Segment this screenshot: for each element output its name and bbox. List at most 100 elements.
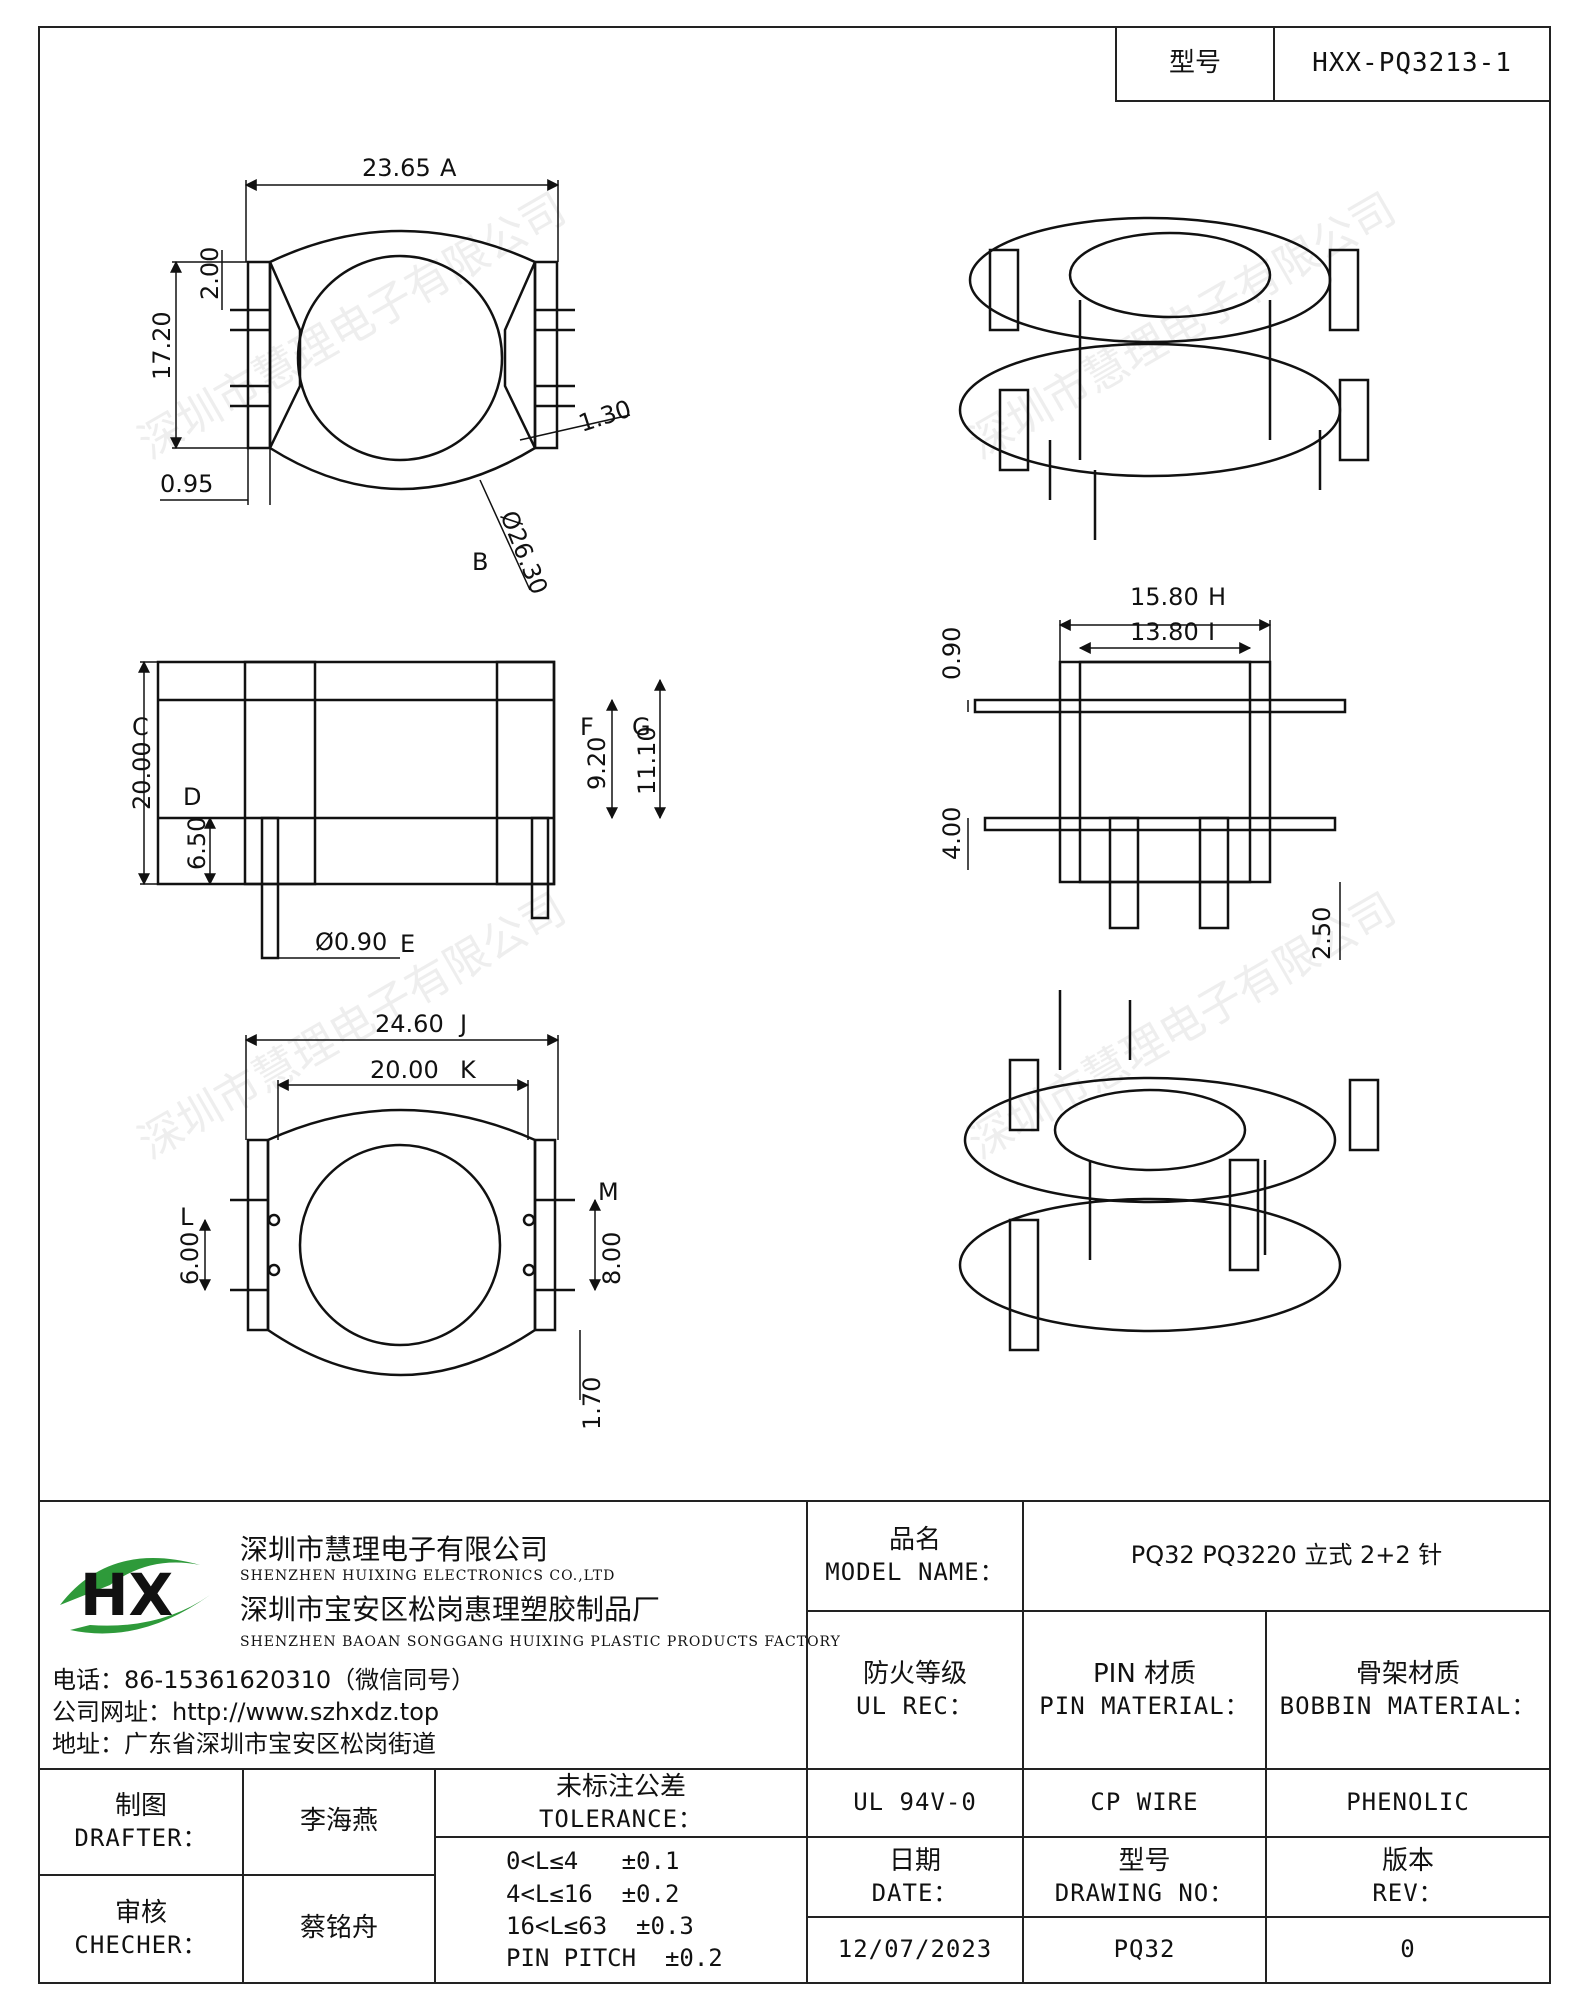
company-address: 地址：广东省深圳市宝安区松岗街道 (52, 1730, 436, 1758)
pin-material-value: CP WIRE (1022, 1768, 1267, 1838)
drawing-no-label-en: DRAWING NO： (1054, 1879, 1235, 1908)
rev-value-text: 0 (1400, 1935, 1416, 1964)
tolerance-label-cn: 未标注公差 (555, 1771, 686, 1802)
date-label-cn: 日期 (888, 1845, 941, 1876)
checker-value-text: 蔡铭舟 (299, 1913, 378, 1944)
company-logo: HX (50, 1535, 220, 1645)
rev-value: 0 (1265, 1916, 1551, 1984)
drafter-label-cn: 制图 (114, 1790, 167, 1821)
dim-pin-diameter: Ø0.90 (315, 928, 387, 956)
dim-label-g: G (632, 713, 651, 741)
dim-6-00: 6.00 (176, 1232, 204, 1285)
bobbin-material-label-en: BOBBIN MATERIAL： (1279, 1692, 1537, 1721)
dim-4-00: 4.00 (938, 807, 966, 860)
drafter-label-en: DRAFTER： (74, 1824, 208, 1853)
tolerance-label-en: TOLERANCE： (538, 1805, 704, 1834)
company-phone: 电话：86-15361620310（微信同号） (52, 1666, 476, 1694)
dim-1-70: 1.70 (578, 1377, 606, 1430)
header-model-label-text: 型号 (1168, 48, 1221, 79)
dim-label-m: M (598, 1178, 619, 1206)
model-name-label-en: MODEL NAME： (825, 1558, 1005, 1587)
dim-17-20: 17.20 (148, 311, 176, 380)
model-name-value-text: PQ32 PQ3220 立式 2+2 针 (1130, 1541, 1443, 1570)
model-name-label: 品名 MODEL NAME： (806, 1500, 1024, 1612)
rev-label: 版本 REV： (1265, 1836, 1551, 1918)
factory-name-cn: 深圳市宝安区松岗惠理塑胶制品厂 (240, 1593, 661, 1626)
ul-rec-label-cn: 防火等级 (862, 1658, 967, 1689)
ul-rec-label: 防火等级 UL REC： (806, 1610, 1024, 1770)
dim-label-e: E (400, 930, 415, 958)
dim-20-00: 20.00 (128, 741, 156, 810)
dim-13-80: 13.80 (1130, 618, 1199, 646)
bobbin-material-label-cn: 骨架材质 (1355, 1658, 1460, 1689)
dim-1-30: 1.30 (575, 395, 634, 438)
factory-name-en: SHENZHEN BAOAN SONGGANG HUIXING PLASTIC … (240, 1634, 841, 1650)
dim-2-50: 2.50 (1308, 907, 1336, 960)
ul-rec-value-text: UL 94V-0 (853, 1788, 977, 1817)
dim-label-b: B (472, 548, 488, 576)
pin-material-label: PIN 材质 PIN MATERIAL： (1022, 1610, 1267, 1770)
drafter-label: 制图 DRAFTER： (38, 1768, 244, 1876)
pin-material-label-en: PIN MATERIAL： (1039, 1692, 1250, 1721)
ul-rec-label-en: UL REC： (856, 1692, 974, 1721)
pin-material-label-cn: PIN 材质 (1092, 1658, 1197, 1689)
dim-23-65: 23.65 (362, 154, 431, 182)
date-value-text: 12/07/2023 (837, 1935, 993, 1964)
checker-label-cn: 审核 (114, 1897, 167, 1928)
logo-text: HX (80, 1561, 173, 1629)
company-website: 公司网址：http://www.szhxdz.top (52, 1698, 440, 1726)
pin-material-value-text: CP WIRE (1090, 1788, 1199, 1817)
rev-label-en: REV： (1372, 1879, 1444, 1908)
dim-6-50: 6.50 (183, 817, 211, 870)
dim-24-60: 24.60 (375, 1010, 444, 1038)
dim-label-c: C (132, 713, 149, 741)
front-view (973, 660, 1347, 930)
drafter-value: 李海燕 (242, 1768, 436, 1876)
dim-15-80: 15.80 (1130, 583, 1199, 611)
dim-20-00-k: 20.00 (370, 1056, 439, 1084)
watermark-1: 深圳市慧理电子有限公司 (130, 183, 575, 469)
watermark-4: 深圳市慧理电子有限公司 (960, 883, 1405, 1169)
dim-label-l: L (180, 1203, 194, 1231)
dim-2-00: 2.00 (196, 247, 224, 300)
header-model-value-text: HXX-PQ3213-1 (1312, 48, 1512, 79)
top-view (230, 229, 575, 491)
watermark-group: 深圳市慧理电子有限公司 深圳市慧理电子有限公司 深圳市慧理电子有限公司 深圳市慧… (130, 183, 1405, 1169)
bobbin-material-value: PHENOLIC (1265, 1768, 1551, 1838)
tolerance-line-3: 16<L≤63 ±0.3 (506, 1912, 694, 1940)
isometric-bobbin-bottom (958, 990, 1380, 1352)
dim-0-90: 0.90 (938, 627, 966, 680)
dim-11-10: 11.10 (633, 726, 661, 795)
watermark-3: 深圳市慧理电子有限公司 (130, 883, 575, 1169)
dim-label-a: A (440, 154, 457, 182)
drawing-no-label: 型号 DRAWING NO： (1022, 1836, 1267, 1918)
side-view (156, 660, 556, 960)
drawing-no-value-text: PQ32 (1113, 1935, 1176, 1964)
drawing-no-value: PQ32 (1022, 1916, 1267, 1984)
dim-label-k: K (460, 1056, 477, 1084)
date-label: 日期 DATE： (806, 1836, 1024, 1918)
bobbin-material-label: 骨架材质 BOBBIN MATERIAL： (1265, 1610, 1551, 1770)
technical-drawing: 深圳市慧理电子有限公司 深圳市慧理电子有限公司 深圳市慧理电子有限公司 深圳市慧… (128, 154, 1405, 1430)
dim-9-20: 9.20 (583, 737, 611, 790)
header-model-value: HXX-PQ3213-1 (1273, 26, 1551, 102)
dim-label-h: H (1208, 583, 1226, 611)
checker-label: 审核 CHECHER： (38, 1874, 244, 1984)
drafter-value-text: 李海燕 (299, 1806, 378, 1837)
ul-rec-value: UL 94V-0 (806, 1768, 1024, 1838)
dim-label-i: I (1208, 618, 1215, 646)
company-name-cn: 深圳市慧理电子有限公司 (240, 1533, 549, 1566)
bottom-view (230, 1108, 575, 1377)
checker-label-en: CHECHER： (74, 1931, 208, 1960)
model-name-value: PQ32 PQ3220 立式 2+2 针 (1022, 1500, 1551, 1612)
dim-0-95: 0.95 (160, 470, 213, 498)
drawing-no-label-cn: 型号 (1118, 1845, 1171, 1876)
tolerance-label: 未标注公差 TOLERANCE： (434, 1768, 808, 1838)
tolerance-line-2: 4<L≤16 ±0.2 (506, 1879, 680, 1908)
tolerance-values: 0<L≤4 ±0.1 4<L≤16 ±0.2 16<L≤63 ±0.3 PIN … (434, 1836, 808, 1984)
rev-label-cn: 版本 (1381, 1845, 1434, 1876)
logo-swoosh-icon: HX (60, 1558, 210, 1634)
isometric-bobbin-top (958, 216, 1370, 540)
dim-label-f: F (580, 713, 594, 741)
bobbin-material-value-text: PHENOLIC (1346, 1788, 1470, 1817)
